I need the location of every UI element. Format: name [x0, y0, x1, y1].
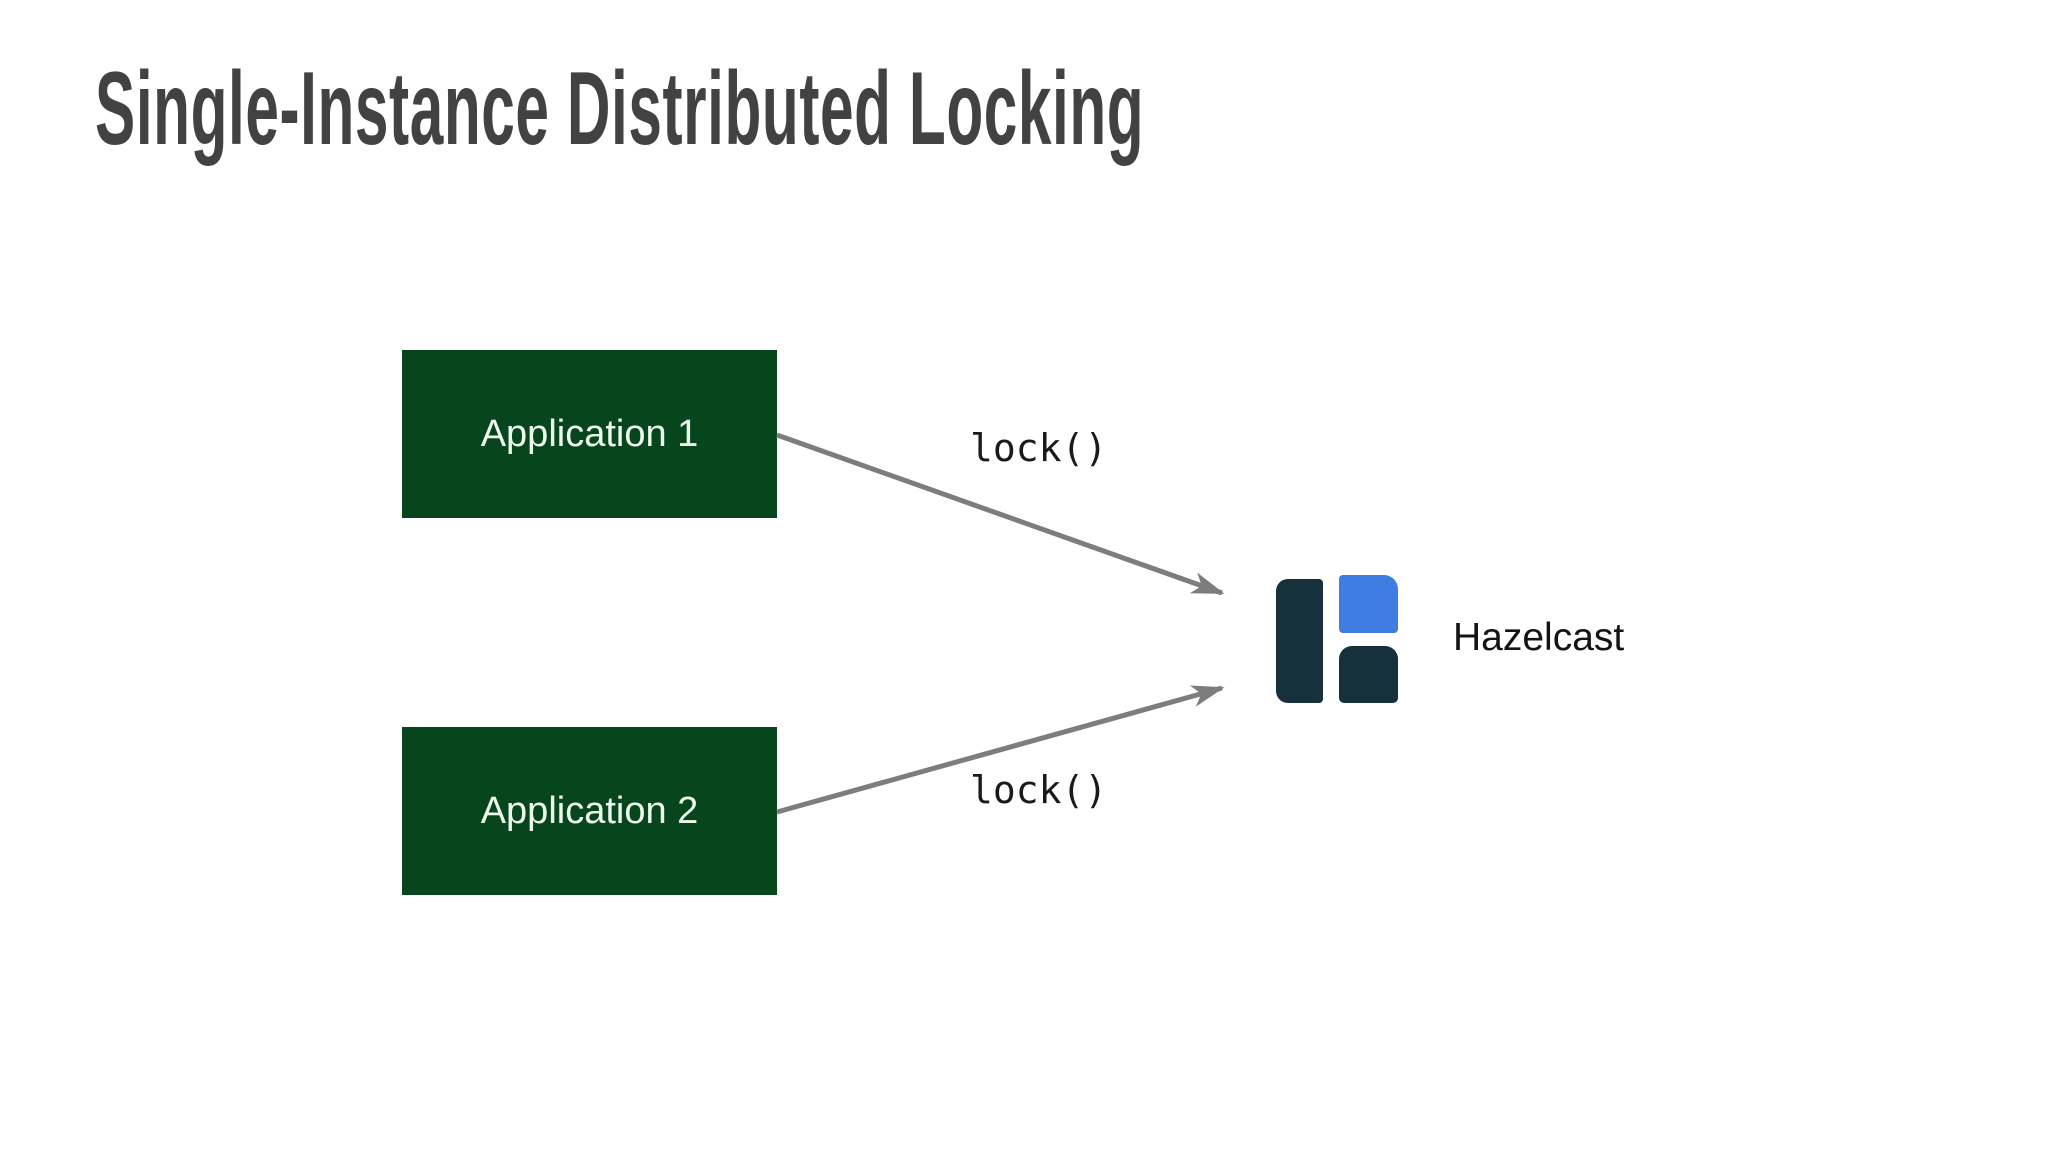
edge-label-lock-app1: lock(): [970, 426, 1108, 470]
node-application-2-label: Application 2: [480, 789, 699, 832]
hazelcast-logo-blue-square: [1339, 575, 1398, 633]
edge-label-lock-app2: lock(): [970, 768, 1108, 812]
hazelcast-logo-dark-square: [1339, 646, 1398, 703]
node-hazelcast-label: Hazelcast: [1453, 616, 1625, 659]
node-application-1[interactable]: Application 1: [402, 350, 777, 518]
page-title: Single-Instance Distributed Locking: [95, 51, 1904, 167]
hazelcast-logo-left-bar: [1276, 579, 1323, 703]
hazelcast-logo-icon: [1276, 575, 1398, 703]
node-application-2[interactable]: Application 2: [402, 727, 777, 895]
page-title-text: Single-Instance Distributed Locking: [95, 51, 1145, 167]
node-application-1-label: Application 1: [480, 412, 699, 455]
